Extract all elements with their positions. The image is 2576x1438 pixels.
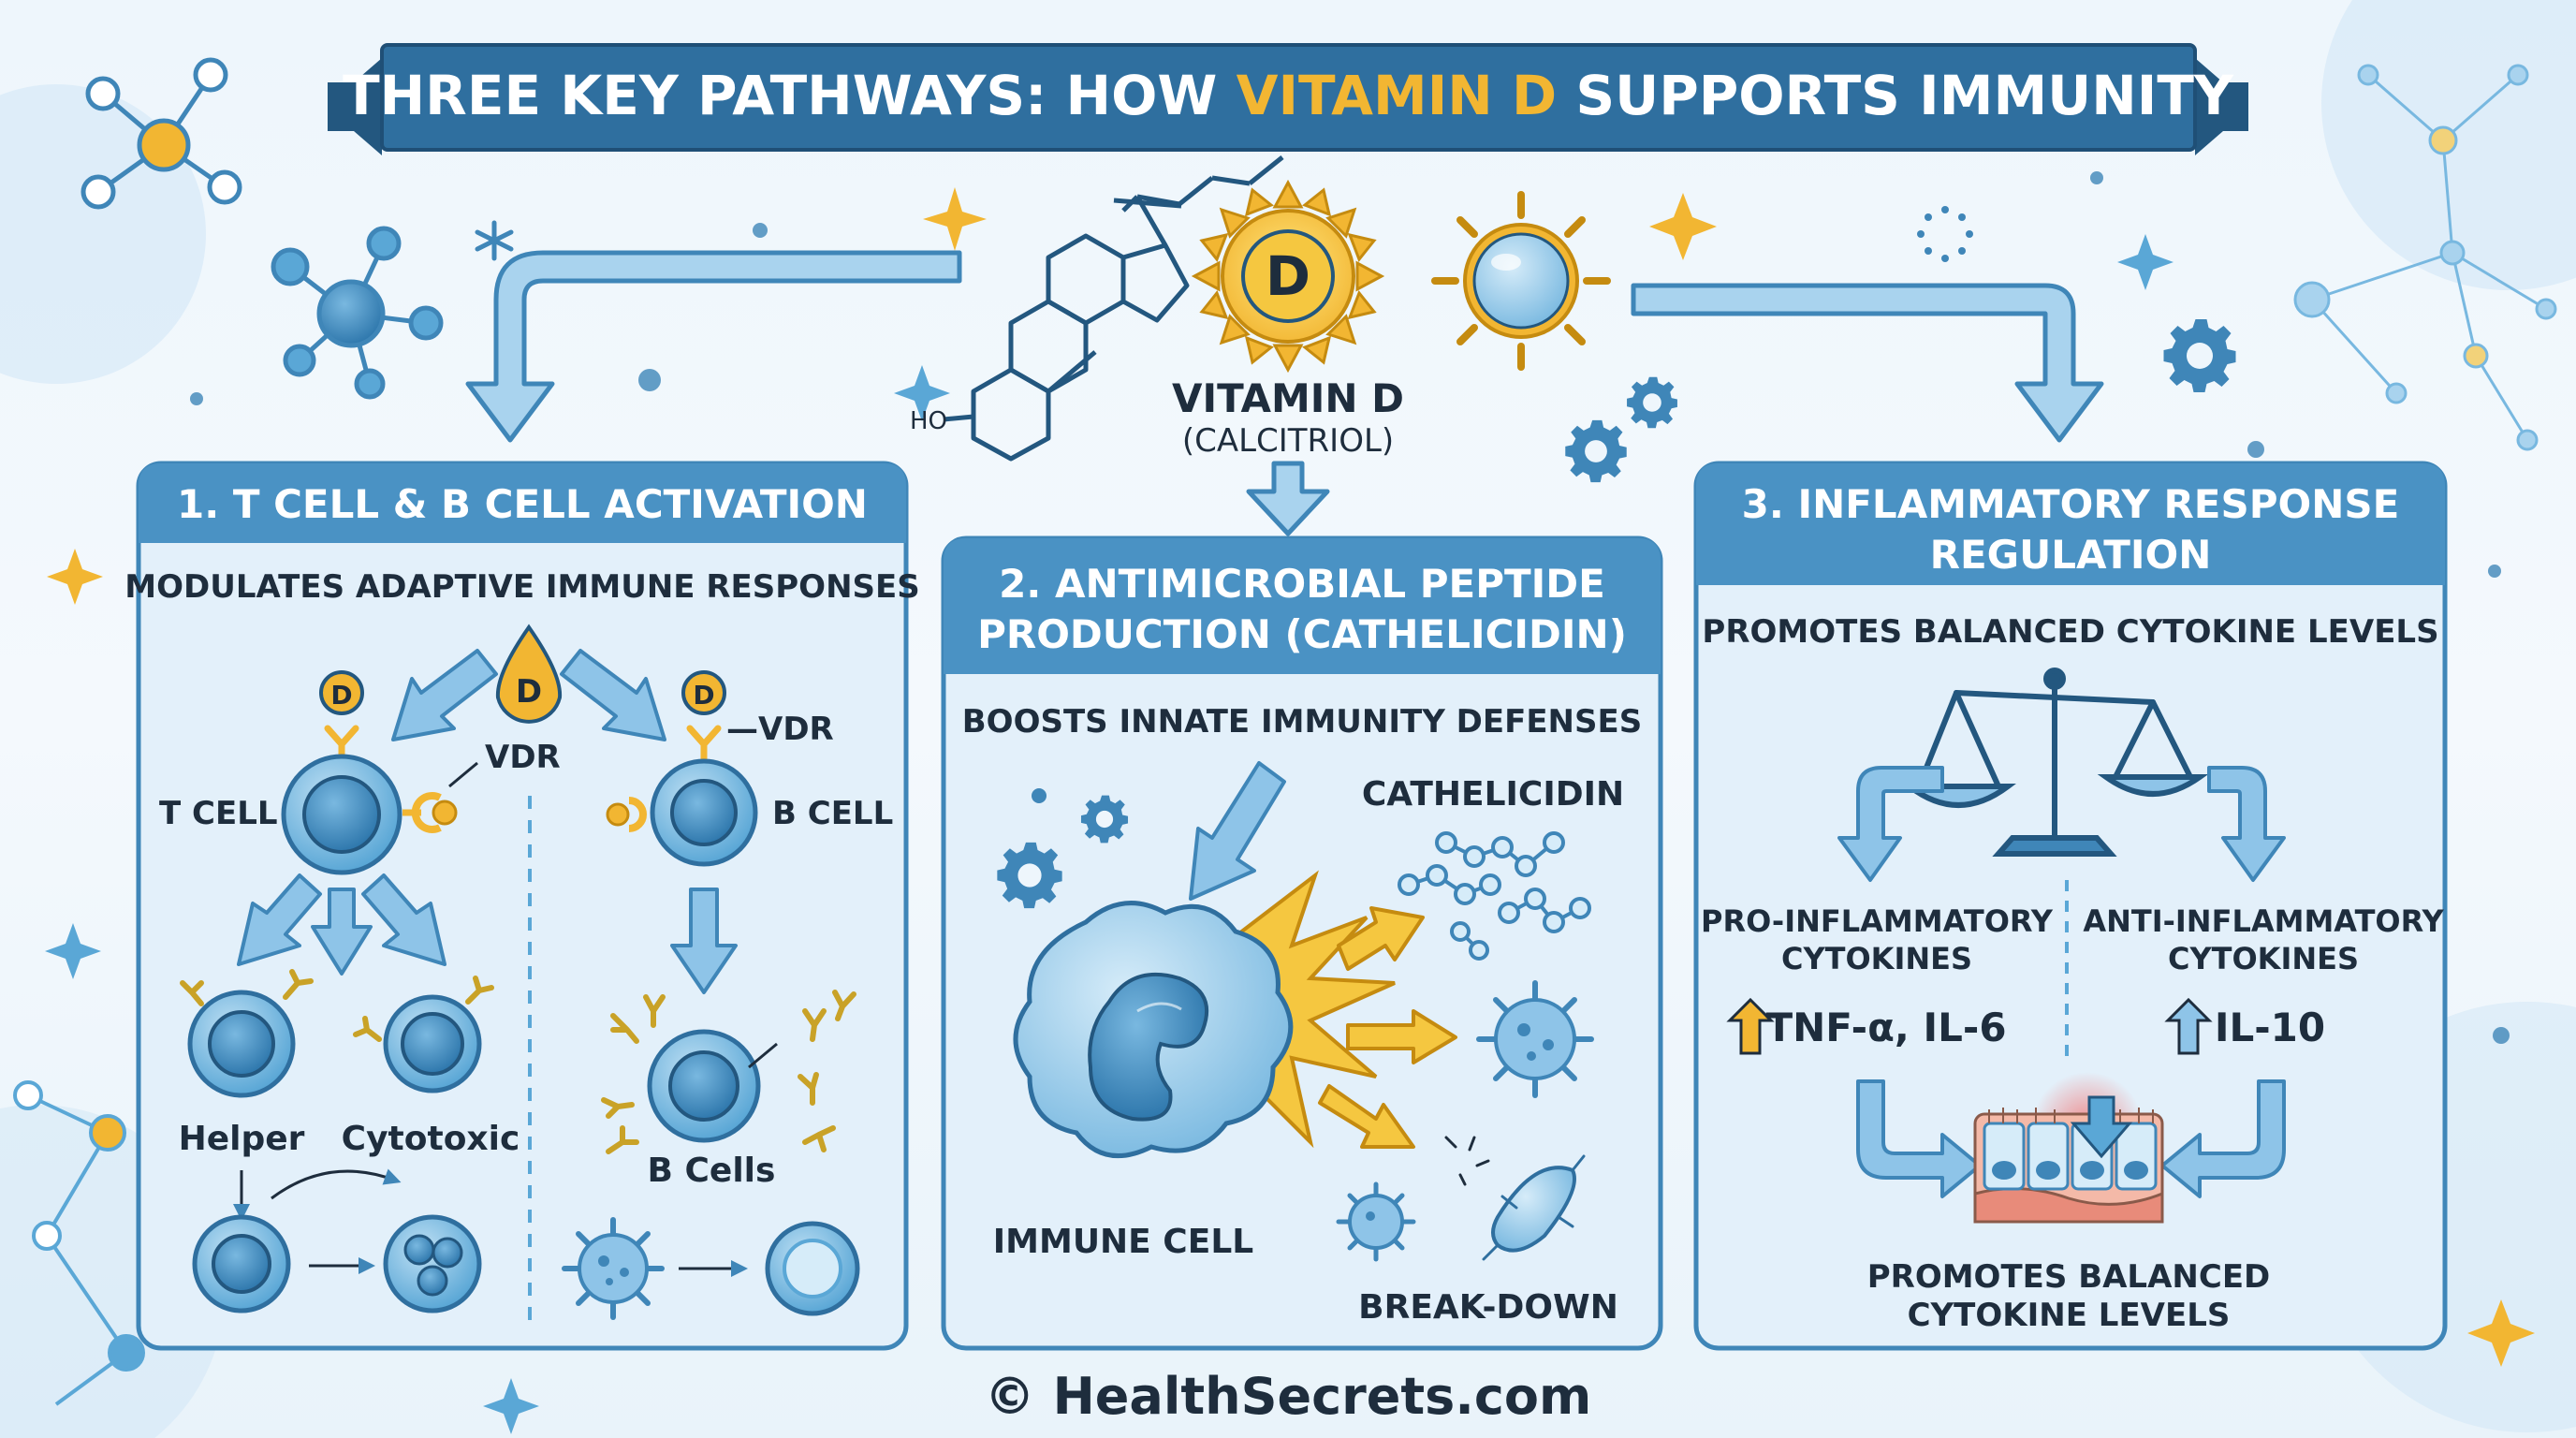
network-icon bbox=[2293, 64, 2557, 451]
anti-value: IL-10 bbox=[2215, 1005, 2325, 1050]
pro-inflammatory-label: PRO-INFLAMMATORY bbox=[1701, 903, 2054, 939]
panel-antimicrobial: 2. ANTIMICROBIAL PEPTIDE PRODUCTION (CAT… bbox=[941, 536, 1663, 1351]
vitamin-d-sun-icon: D bbox=[1191, 179, 1385, 374]
peptide-chain-icon bbox=[1398, 831, 1591, 961]
panel2-subtitle: BOOSTS INNATE IMMUNITY DEFENSES bbox=[962, 703, 1642, 741]
t-cell-vdr: D bbox=[319, 670, 364, 760]
molecule-icon bbox=[271, 226, 444, 400]
anti-cytokines-label: CYTOKINES bbox=[2168, 941, 2359, 976]
vitamin-d-drop-icon: D bbox=[495, 624, 563, 724]
hydroxyl-label: HO bbox=[910, 407, 947, 435]
antibody-icon bbox=[601, 990, 856, 1154]
pro-value: TNF-α, IL-6 bbox=[1765, 1005, 2006, 1050]
b-cells-label: B Cells bbox=[648, 1152, 776, 1190]
asterisk-icon bbox=[475, 220, 514, 261]
connector-arrows bbox=[465, 250, 2104, 536]
arrow-to-pathogen bbox=[1346, 1009, 1457, 1064]
banner-title: THREE KEY PATHWAYS: HOW VITAMIN D SUPPOR… bbox=[343, 64, 2234, 127]
arrow-drop-to-tcell bbox=[391, 649, 498, 741]
arrow-to-panel1 bbox=[465, 250, 962, 443]
b-cell-vdr: D bbox=[681, 670, 726, 760]
panel1-header: 1. T CELL & B CELL ACTIVATION bbox=[177, 481, 868, 527]
arrow-tcell-down bbox=[311, 888, 373, 976]
gear-icon bbox=[2163, 319, 2236, 392]
b-vdr-letter: D bbox=[693, 680, 714, 711]
banner-title-pre: THREE KEY PATHWAYS: HOW bbox=[343, 64, 1237, 127]
arrow-to-pro bbox=[1837, 766, 1944, 882]
small-cell-icon bbox=[192, 1214, 291, 1313]
title-banner: THREE KEY PATHWAYS: HOW VITAMIN D SUPPOR… bbox=[328, 43, 2248, 155]
helper-cell-icon bbox=[180, 969, 314, 1098]
breakdown-label: BREAK-DOWN bbox=[1358, 1288, 1618, 1327]
panel-inflammatory: 3. INFLAMMATORY RESPONSE REGULATION PROM… bbox=[1693, 461, 2448, 1351]
arrow-to-panel2 bbox=[1246, 461, 1330, 536]
arrow-pro-to-tissue bbox=[1856, 1079, 1982, 1198]
blue-sun-icon bbox=[1431, 191, 1611, 371]
arrow-anti-to-tissue bbox=[2160, 1079, 2286, 1198]
panel3-header-line1: 3. INFLAMMATORY RESPONSE bbox=[1742, 481, 2400, 527]
vdr-label-left: VDR bbox=[485, 739, 561, 776]
anti-inflammatory-label: ANTI-INFLAMMATORY bbox=[2083, 903, 2444, 939]
arrow-drop-to-bcell bbox=[560, 649, 666, 741]
dotted-ring-icon bbox=[1917, 206, 1973, 262]
panel2-header-line1: 2. ANTIMICROBIAL PEPTIDE bbox=[999, 561, 1605, 607]
arrow-bcell-down bbox=[670, 888, 738, 994]
molecule-network-icon bbox=[80, 57, 242, 210]
panel1-subtitle: MODULATES ADAPTIVE IMMUNE RESPONSES bbox=[124, 568, 919, 606]
network-icon bbox=[13, 1080, 145, 1406]
helper-label: Helper bbox=[179, 1120, 305, 1158]
tissue-icon bbox=[1973, 1072, 2164, 1224]
breakdown-virus-icon bbox=[1336, 1181, 1416, 1262]
t-cell-icon bbox=[281, 754, 458, 875]
pathogen-virus-icon bbox=[1476, 980, 1594, 1098]
gear-icon bbox=[997, 842, 1062, 909]
gear-icon bbox=[1080, 795, 1129, 844]
arrow-to-anti bbox=[2207, 766, 2286, 882]
panel-t-b-cell: 1. T CELL & B CELL ACTIVATION MODULATES … bbox=[124, 461, 920, 1351]
bacteria-icon bbox=[1482, 1154, 1586, 1261]
pro-cytokines-label: CYTOKINES bbox=[1781, 941, 1972, 976]
vdr-label-right: —VDR bbox=[726, 711, 834, 748]
arrow-to-cathelicidin bbox=[1337, 906, 1425, 971]
panel3-subtitle: PROMOTES BALANCED CYTOKINE LEVELS bbox=[1702, 613, 2438, 651]
engulfed-cell-icon bbox=[765, 1221, 860, 1316]
tissue-label-line2: CYTOKINE LEVELS bbox=[1908, 1297, 2231, 1334]
t-vdr-letter: D bbox=[330, 680, 352, 711]
drop-letter: D bbox=[516, 673, 542, 711]
arrow-to-breakdown bbox=[1318, 1084, 1415, 1149]
banner-title-highlight: VITAMIN D bbox=[1237, 64, 1558, 127]
sun-letter: D bbox=[1266, 244, 1310, 308]
b-cell-label: B CELL bbox=[772, 795, 893, 832]
plasma-b-cell-icon bbox=[647, 1029, 778, 1143]
vitamin-d-center: HO D bbox=[910, 155, 1611, 462]
t-cell-label: T CELL bbox=[159, 795, 278, 832]
fragment-lines-icon bbox=[1444, 1136, 1490, 1186]
virus-icon bbox=[562, 1217, 665, 1320]
arrow-tcell-to-cytotoxic bbox=[361, 873, 446, 966]
tissue-label-line1: PROMOTES BALANCED bbox=[1867, 1258, 2271, 1296]
b-cell-icon bbox=[606, 758, 758, 867]
arrow-into-immune-cell bbox=[1189, 761, 1286, 901]
cytotoxic-cell-icon bbox=[353, 976, 494, 1093]
cathelicidin-label: CATHELICIDIN bbox=[1362, 775, 1624, 814]
arrow-curve bbox=[271, 1168, 402, 1200]
immune-cell-label: IMMUNE CELL bbox=[993, 1223, 1253, 1261]
immune-cell-icon bbox=[1013, 901, 1294, 1159]
panel3-header-line2: REGULATION bbox=[1930, 532, 2212, 578]
arrow-to-panel3 bbox=[1631, 283, 2104, 443]
dividing-cell-icon bbox=[383, 1214, 482, 1313]
cytotoxic-label: Cytotoxic bbox=[342, 1120, 520, 1158]
vitamin-d-subtitle: (CALCITRIOL) bbox=[1182, 422, 1394, 460]
arrow-tcell-to-helper bbox=[237, 873, 322, 966]
panel2-header-line2: PRODUCTION (CATHELICIDIN) bbox=[977, 611, 1627, 657]
vitamin-d-title: VITAMIN D bbox=[1172, 375, 1404, 421]
up-arrow-icon bbox=[2164, 997, 2213, 1055]
up-arrow-icon bbox=[1726, 997, 1775, 1055]
footer-copyright: © HealthSecrets.com bbox=[985, 1367, 1591, 1426]
calcitriol-molecule-icon bbox=[943, 155, 1284, 462]
banner-title-post: SUPPORTS IMMUNITY bbox=[1557, 64, 2234, 127]
